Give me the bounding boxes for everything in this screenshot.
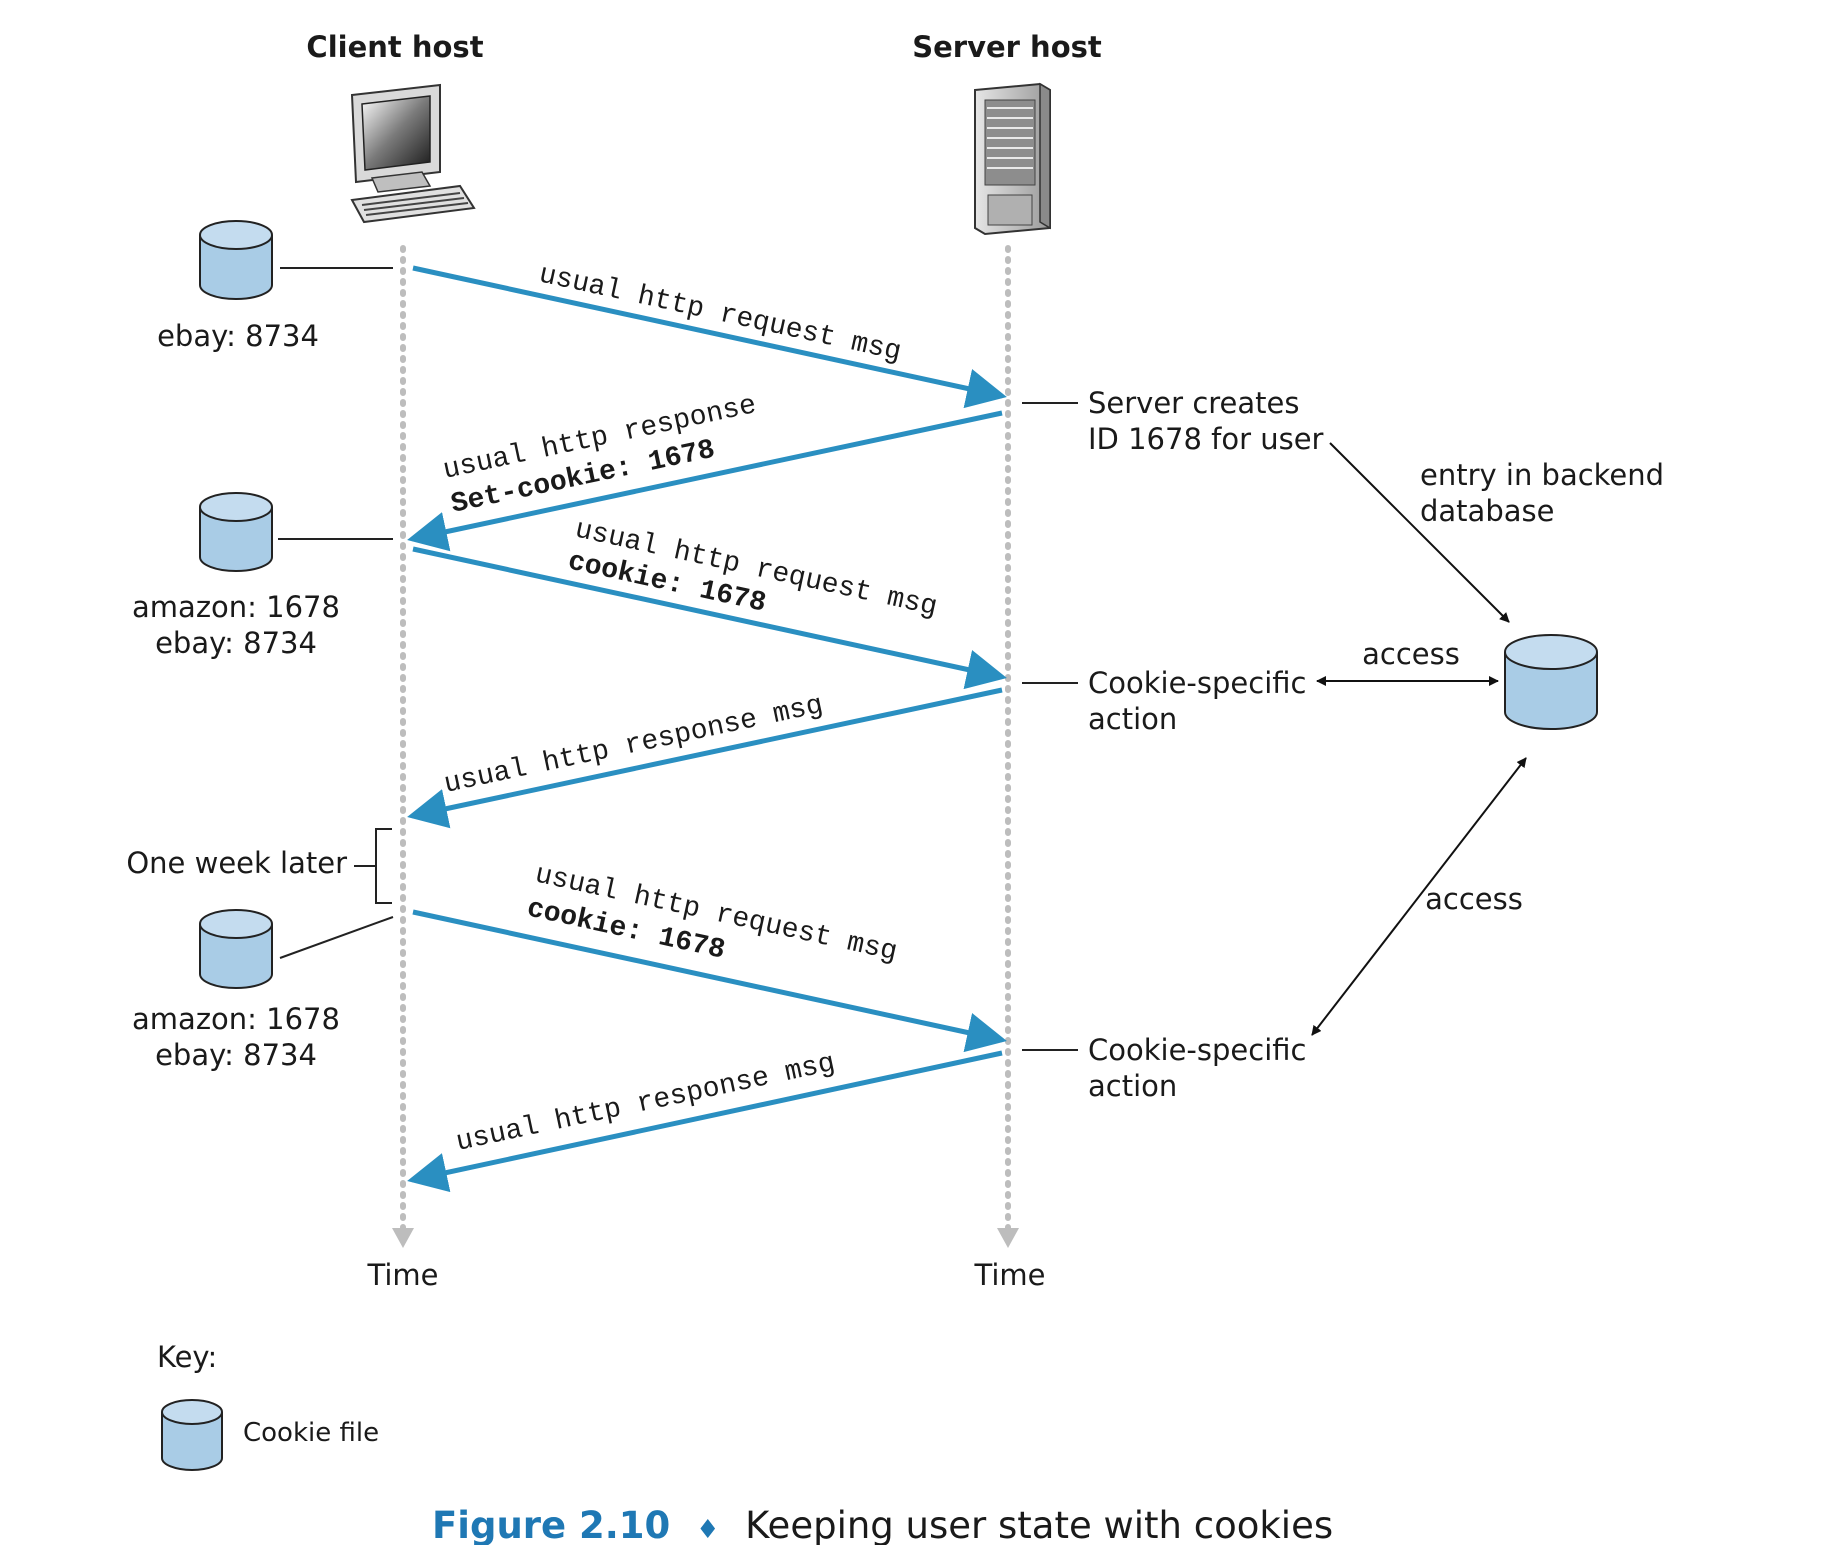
backend-entry-label: entry in backend bbox=[1420, 458, 1664, 492]
client-timeline-arrowhead bbox=[392, 1228, 414, 1248]
request-arrow bbox=[412, 265, 1007, 409]
cookie-file-icon bbox=[199, 909, 273, 989]
access-label: access bbox=[1362, 637, 1460, 671]
cookie-file-key-icon bbox=[161, 1399, 223, 1471]
response-arrow bbox=[407, 410, 1003, 552]
cookie-file-connector bbox=[279, 916, 394, 959]
one-week-bracket bbox=[375, 828, 392, 904]
one-week-later-label: One week later bbox=[126, 846, 347, 880]
server-timeline-arrowhead bbox=[997, 1228, 1019, 1248]
cookie-file-entry: ebay: 8734 bbox=[155, 1038, 317, 1072]
server-note: action bbox=[1088, 1069, 1177, 1103]
figure-caption: Figure 2.10 ♦ Keeping user state with co… bbox=[432, 1504, 1333, 1545]
server-note: Server creates bbox=[1088, 386, 1299, 420]
access-label: access bbox=[1425, 882, 1523, 916]
cookie-file-icon bbox=[199, 492, 273, 572]
caption-text: Keeping user state with cookies bbox=[745, 1504, 1333, 1545]
request-arrow bbox=[412, 546, 1007, 690]
key-cookie-file-label: Cookie file bbox=[243, 1418, 379, 1448]
server-tower-icon bbox=[974, 82, 1051, 236]
cookie-file-entry: ebay: 8734 bbox=[157, 319, 319, 353]
message-label: usual http request msg bbox=[536, 260, 904, 369]
key-title: Key: bbox=[157, 1340, 217, 1374]
backend-database-icon bbox=[1504, 634, 1598, 730]
server-host-label: Server host bbox=[912, 30, 1102, 64]
access-arrow bbox=[1311, 757, 1527, 1036]
client-host-label: Client host bbox=[306, 30, 483, 64]
message-label: usual http response msg bbox=[441, 690, 825, 801]
figure-number: Figure 2.10 bbox=[432, 1504, 670, 1545]
backend-entry-label: database bbox=[1420, 494, 1554, 528]
client-time-label: Time bbox=[367, 1258, 439, 1292]
cookie-file-entry: amazon: 1678 bbox=[132, 590, 340, 624]
entry-arrow bbox=[1329, 442, 1510, 623]
cookie-file-icon bbox=[199, 220, 273, 300]
desktop-computer-icon bbox=[350, 83, 476, 224]
message-label: usual http response msg bbox=[453, 1048, 837, 1159]
cookie-file-entry: ebay: 8734 bbox=[155, 626, 317, 660]
server-note: ID 1678 for user bbox=[1088, 422, 1324, 456]
response-arrow bbox=[407, 687, 1003, 829]
response-arrow bbox=[407, 1050, 1003, 1193]
caption-separator: ♦ bbox=[696, 1515, 719, 1545]
server-note: Cookie-specific bbox=[1088, 1033, 1306, 1067]
server-note: action bbox=[1088, 702, 1177, 736]
server-time-label: Time bbox=[974, 1258, 1046, 1292]
cookie-file-entry: amazon: 1678 bbox=[132, 1002, 340, 1036]
server-note: Cookie-specific bbox=[1088, 666, 1306, 700]
request-arrow bbox=[412, 909, 1007, 1053]
